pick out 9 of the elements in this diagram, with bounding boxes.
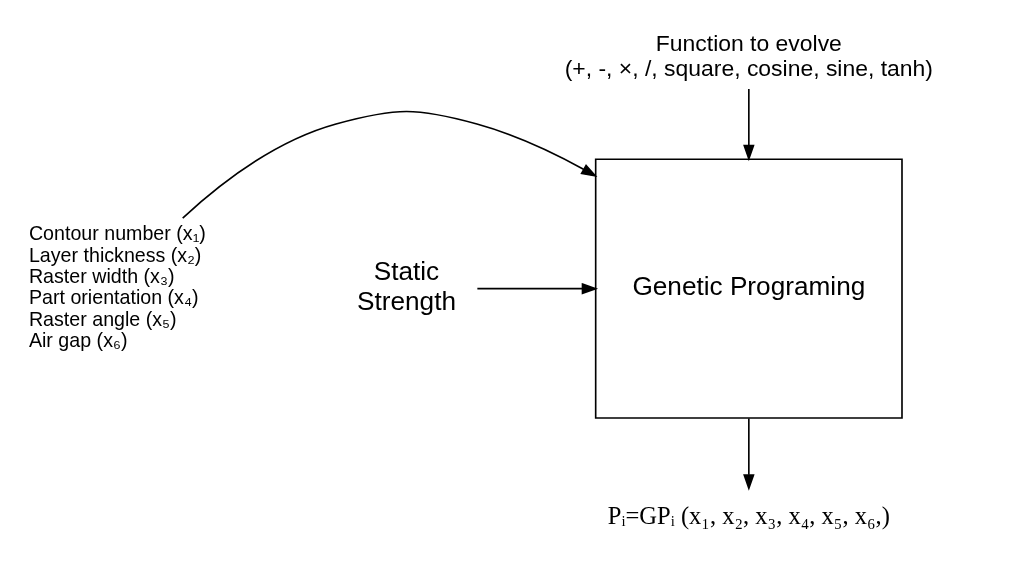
node-text: Static Strength [356, 256, 456, 316]
arrow [181, 110, 597, 219]
node-text: Function to evolve (+, -, ×, /, square, cosine, sine, tanh) [564, 30, 933, 82]
arrow [476, 282, 598, 295]
arrow [742, 417, 755, 491]
node-text: Contour number (x₁) Layer thickness (x₂) Raster width (x₃) Part orientation (x₄) Raster angle (x₅) Air gap (x₆) [28, 222, 206, 351]
arrow [742, 88, 755, 162]
node-text: Pᵢ=GPᵢ (x₁, x₂, x₃, x₄, x₅, x₆,) [607, 501, 890, 529]
node-box: Genetic Programing [594, 158, 903, 419]
